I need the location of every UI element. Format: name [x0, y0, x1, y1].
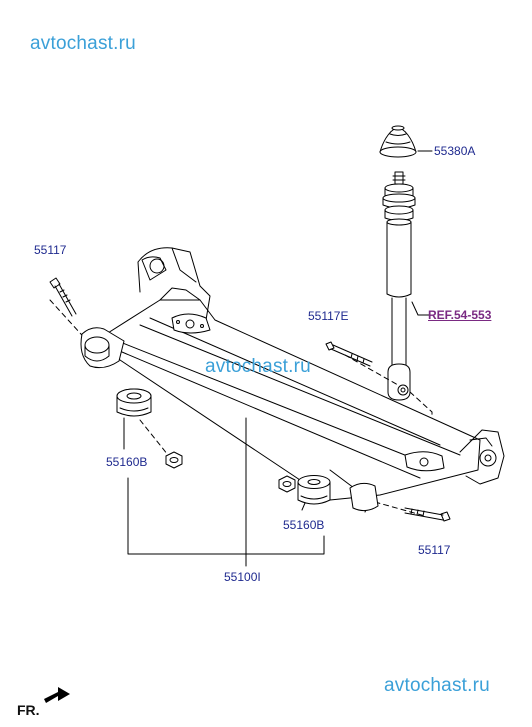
label-bolt-left: 55117: [34, 243, 67, 257]
bolt-shock-part: [325, 341, 373, 367]
bump-stop-part: [379, 125, 417, 158]
bolt-left-part: [49, 277, 77, 317]
nut-right-part: [278, 475, 296, 493]
shock-absorber-part: [382, 171, 416, 401]
label-bump-stop: 55380A: [434, 144, 476, 158]
watermark-middle: avtochast.ru: [205, 356, 311, 377]
axle-beam-part: [80, 247, 505, 513]
bolt-right-part: [404, 507, 451, 522]
front-direction-label: FR.: [17, 702, 40, 718]
bushing-right-part: [297, 475, 331, 505]
label-bushing-left: 55160B: [106, 455, 148, 469]
label-bolt-right: 55117: [418, 543, 451, 557]
watermark-top: avtochast.ru: [30, 33, 136, 54]
label-axle-assembly: 55100I: [224, 570, 261, 584]
watermark-bottom: avtochast.ru: [384, 675, 490, 696]
label-bolt-shock: 55117E: [308, 309, 349, 323]
nut-left-part: [165, 451, 183, 469]
bushing-left-part: [116, 388, 152, 417]
label-reference[interactable]: REF.54-553: [428, 308, 492, 322]
label-bushing-right: 55160B: [283, 518, 325, 532]
forward-arrow-icon: [44, 687, 70, 703]
